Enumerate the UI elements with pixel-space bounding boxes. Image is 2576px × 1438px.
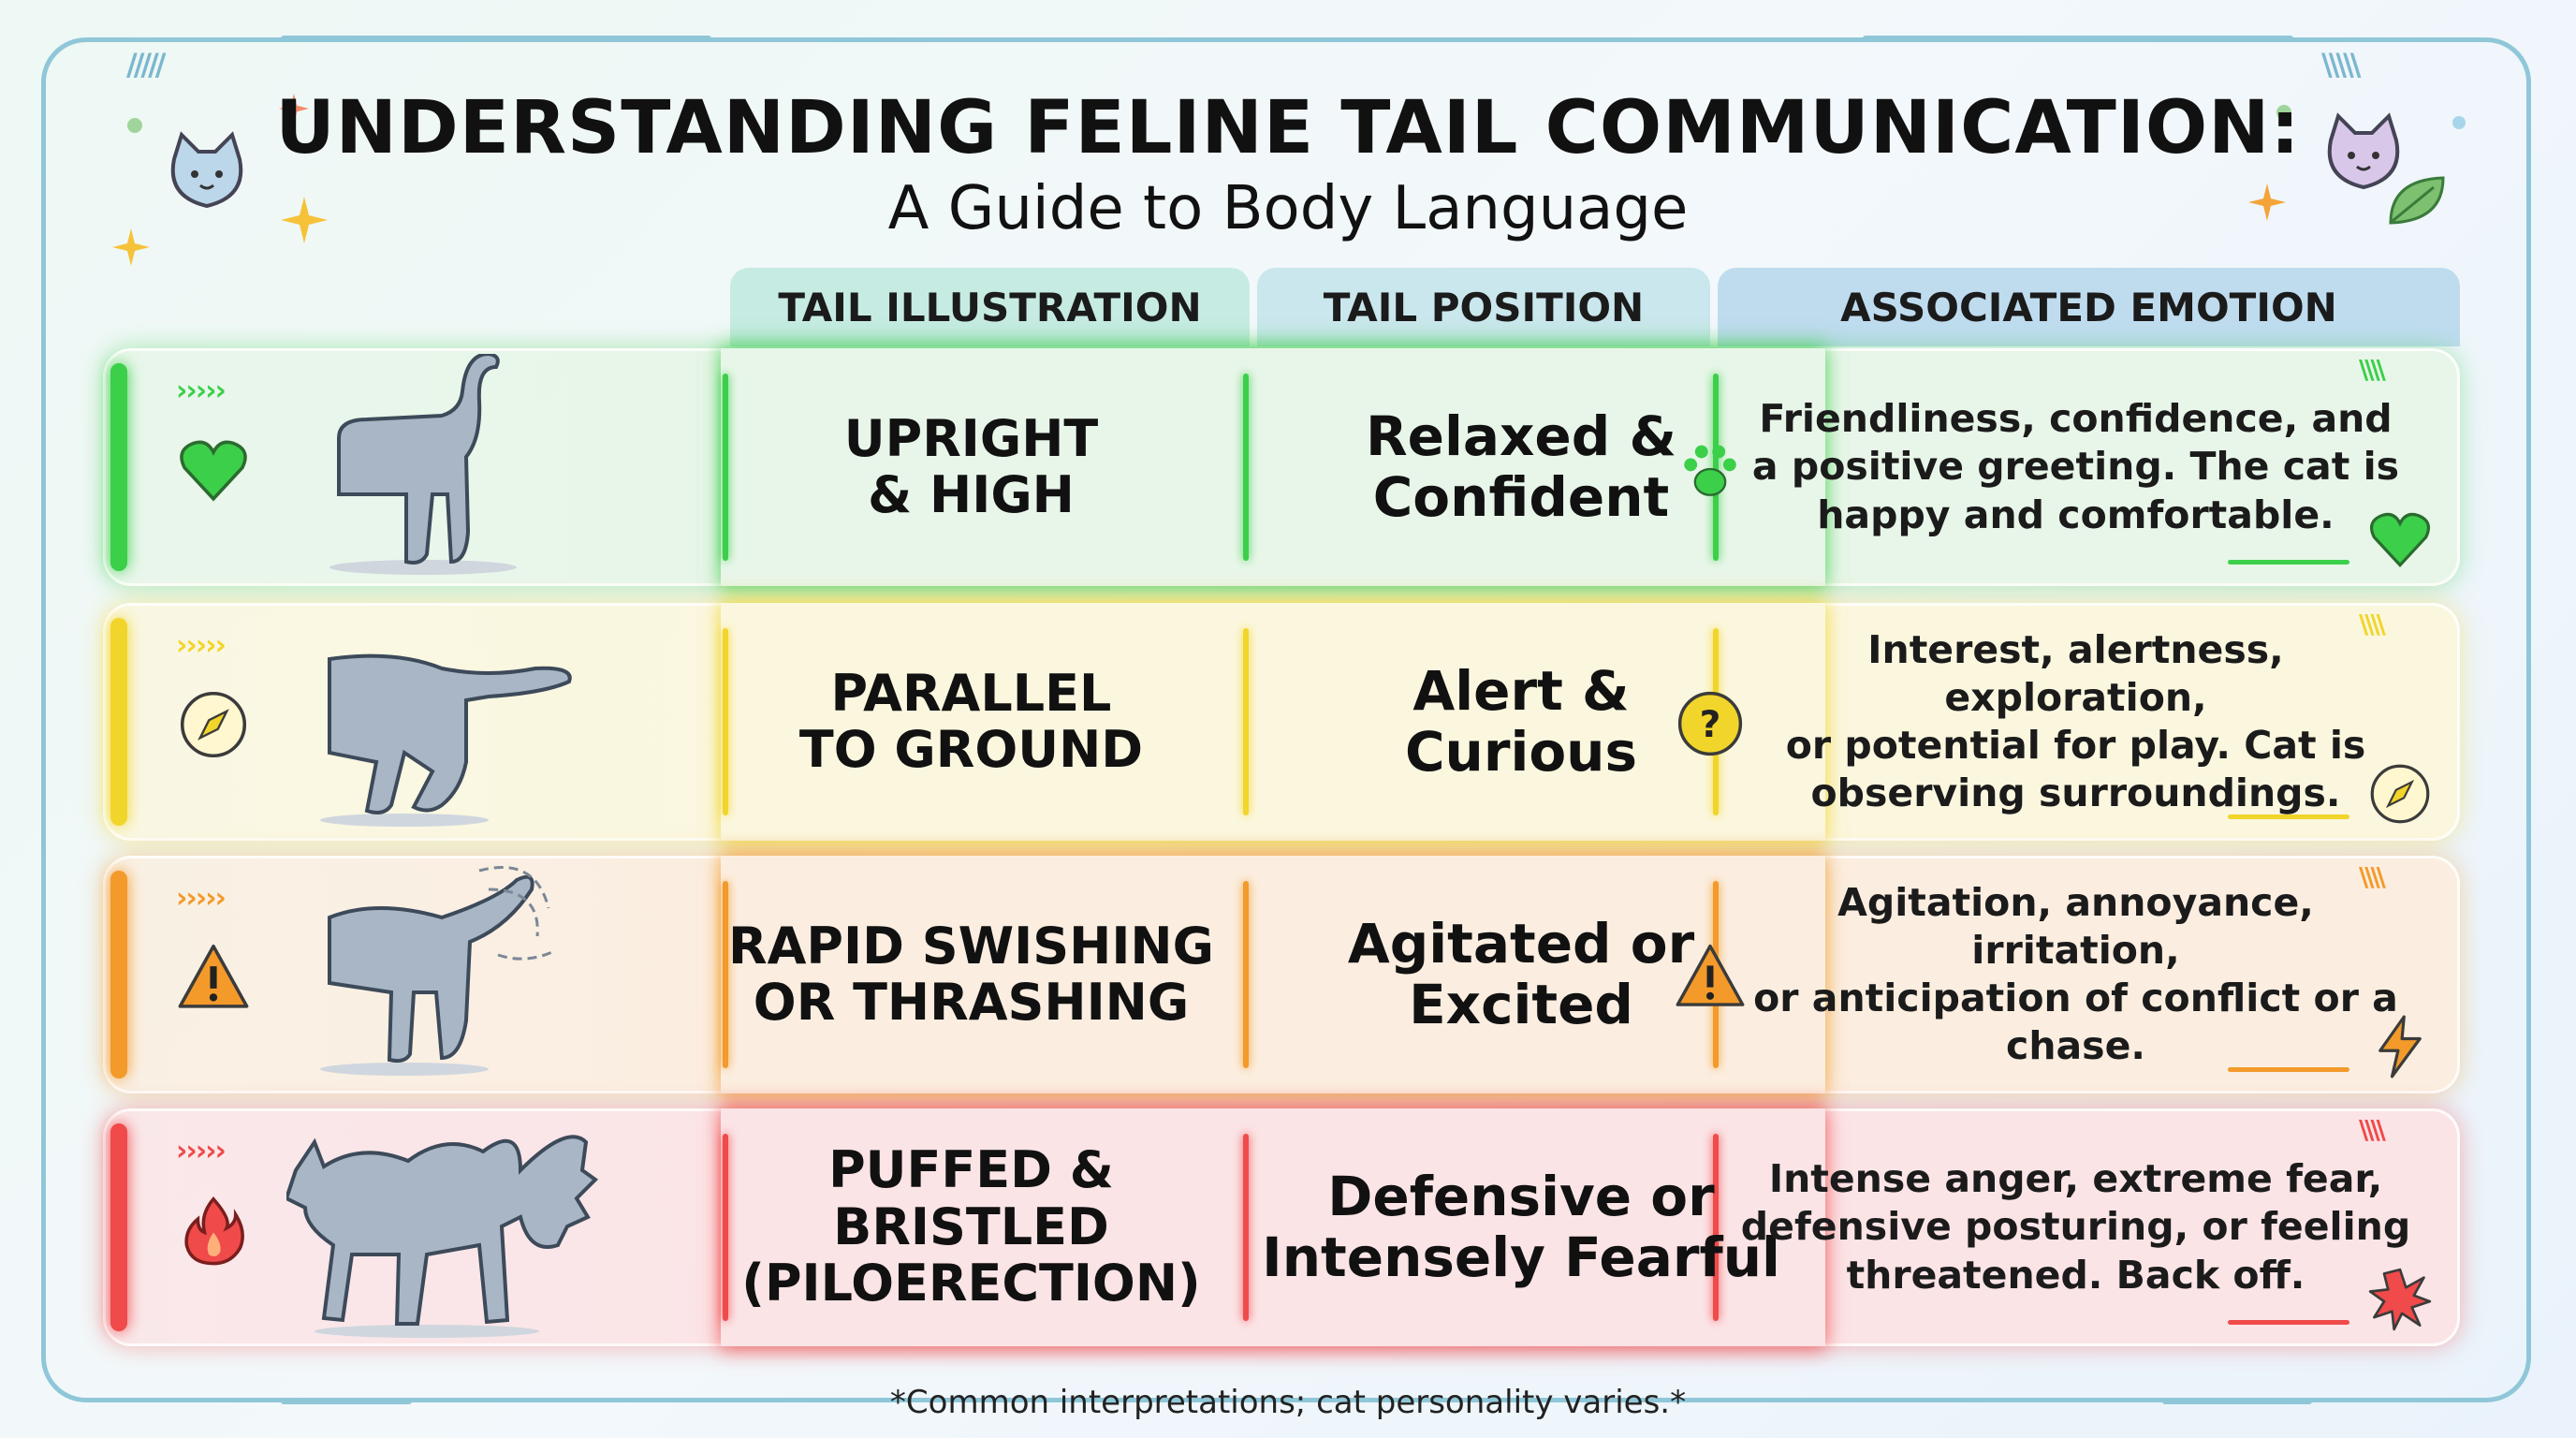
- cat-face-icon: [170, 131, 243, 209]
- frame-line-top-left: [281, 36, 711, 41]
- tail-illustration-label: UPRIGHT & HIGH: [843, 408, 1099, 524]
- compass-icon: [2368, 762, 2432, 829]
- tail-illustration-label: PUFFED & BRISTLED (PILOERECTION): [741, 1140, 1201, 1313]
- frame-line-top-right: [1863, 36, 2293, 41]
- divider-right: [1713, 1134, 1719, 1321]
- row-dash-decoration: [2228, 1320, 2349, 1325]
- frame-stripes-left: /////: [126, 47, 166, 82]
- row-dash-decoration: [2228, 1067, 2349, 1072]
- row-corner-stripes: \\\\: [2359, 354, 2386, 385]
- compass-icon: [178, 689, 249, 764]
- row-dash-decoration: [2228, 560, 2349, 565]
- dot-decoration: [2452, 116, 2466, 129]
- cat-face-icon: [2327, 112, 2400, 190]
- question-icon: ?: [1676, 689, 1745, 762]
- associated-emotion-text: Interest, alertness, exploration, or pot…: [1785, 626, 2366, 816]
- table-row: ››››› PARALLEL TO GROUND Alert & Curious? I…: [103, 603, 2460, 841]
- tail-position-label: Relaxed & Confident: [1365, 404, 1677, 529]
- tail-illustration-label: PARALLEL TO GROUND: [798, 663, 1144, 779]
- row-accent-bar: [110, 618, 127, 826]
- associated-emotion-text: Agitation, annoyance, irritation, or ant…: [1753, 879, 2398, 1069]
- row-highlight-band: [721, 1108, 1825, 1346]
- table-row: ››››› PUFFED & BRISTLED (PILOERECTION) Def…: [103, 1108, 2460, 1346]
- row-corner-stripes: \\\\: [2359, 861, 2386, 892]
- table-row: ››››› UPRIGHT & HIGH Relaxed & Confident Fr…: [103, 348, 2460, 586]
- lightning-icon: [2368, 1015, 2432, 1082]
- outer-frame: [41, 37, 2531, 1402]
- cat-silhouette-illustration: [301, 351, 526, 582]
- row-highlight-band: [721, 603, 1825, 841]
- tail-illustration-label: RAPID SWISHING OR THRASHING: [728, 916, 1214, 1032]
- sparkle-icon: [2248, 183, 2286, 221]
- tail-position-label: Agitated or Excited: [1347, 912, 1695, 1036]
- warning-icon: [1676, 942, 1745, 1015]
- arrow-markers: ›››››: [176, 374, 227, 407]
- dot-decoration: [2276, 105, 2291, 120]
- heart-icon: [178, 434, 249, 509]
- divider-right: [1713, 374, 1719, 561]
- cat-silhouette-illustration: [284, 1114, 605, 1343]
- row-highlight-band: [721, 856, 1825, 1093]
- divider-mid: [1243, 374, 1249, 561]
- divider-left: [723, 881, 728, 1068]
- paw-icon: [1676, 434, 1745, 507]
- row-highlight-band: [721, 348, 1825, 586]
- divider-mid: [1243, 881, 1249, 1068]
- cat-silhouette-illustration: [301, 861, 564, 1080]
- leaf-icon: [2389, 176, 2445, 225]
- associated-emotion-text: Intense anger, extreme fear, defensive p…: [1740, 1156, 2411, 1298]
- column-header-emotion: ASSOCIATED EMOTION: [1718, 268, 2460, 346]
- page-subtitle: A Guide to Body Language: [887, 174, 1689, 243]
- divider-left: [723, 374, 728, 561]
- sparkle-icon: [112, 228, 150, 266]
- row-corner-stripes: \\\\: [2359, 1114, 2386, 1145]
- row-accent-bar: [110, 363, 127, 571]
- column-header-illustration: TAIL ILLUSTRATION: [730, 268, 1250, 346]
- burst-icon: [2368, 1268, 2432, 1335]
- row-accent-bar: [110, 1123, 127, 1331]
- table-row: ››››› RAPID SWISHING OR THRASHING Agitated…: [103, 856, 2460, 1093]
- sparkle-icon: [279, 94, 309, 124]
- divider-left: [723, 1134, 728, 1321]
- heart-icon: [2368, 507, 2432, 575]
- divider-left: [723, 628, 728, 815]
- row-corner-stripes: \\\\: [2359, 609, 2386, 639]
- frame-line-bottom-left: [281, 1399, 412, 1404]
- dot-decoration: [127, 118, 142, 133]
- tail-position-label: Alert & Curious: [1404, 659, 1637, 784]
- frame-stripes-right: \\\\\: [2321, 47, 2361, 82]
- row-dash-decoration: [2228, 814, 2349, 819]
- footnote: *Common interpretations; cat personality…: [889, 1384, 1687, 1421]
- row-accent-bar: [110, 871, 127, 1078]
- page-title: UNDERSTANDING FELINE TAIL COMMUNICATION:: [275, 86, 2301, 170]
- frame-line-bottom-right: [2162, 1399, 2312, 1404]
- tail-position-label: Defensive or Intensely Fearful: [1262, 1165, 1780, 1289]
- svg-text:?: ?: [1700, 704, 1721, 746]
- fire-icon: [178, 1195, 249, 1269]
- arrow-markers: ›››››: [176, 882, 227, 915]
- arrow-markers: ›››››: [176, 1135, 227, 1167]
- associated-emotion-text: Friendliness, confidence, and a positive…: [1751, 396, 2400, 537]
- arrow-markers: ›››››: [176, 629, 227, 662]
- cat-silhouette-illustration: [301, 640, 582, 831]
- divider-mid: [1243, 1134, 1249, 1321]
- sparkle-icon: [281, 197, 328, 243]
- column-header-position: TAIL POSITION: [1257, 268, 1710, 346]
- warning-icon: [178, 942, 249, 1017]
- divider-mid: [1243, 628, 1249, 815]
